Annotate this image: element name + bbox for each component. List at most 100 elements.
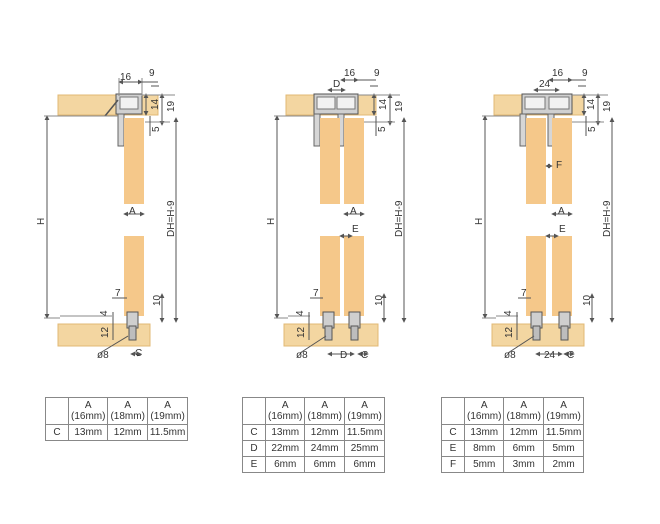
dim-H: H <box>266 218 277 225</box>
table-cell: 13mm <box>67 424 109 441</box>
dim-A: A <box>129 206 136 217</box>
door-front-lower <box>320 236 340 316</box>
door-back-lower <box>344 236 364 316</box>
table-header: A (16mm) <box>463 397 505 425</box>
table-cell: 3mm <box>503 456 544 473</box>
door-panel-lower <box>124 236 144 316</box>
door-back-upper <box>552 118 572 204</box>
hanger-front <box>519 113 527 147</box>
dim-E: E <box>559 224 566 235</box>
table-row: C 13mm 12mm 11.5mm <box>242 424 386 441</box>
row-label: C <box>441 424 465 441</box>
door-back-lower <box>552 236 572 316</box>
table-row: E 6mm 6mm 6mm <box>242 456 386 473</box>
dim-24-top: 24 <box>539 79 551 90</box>
dim-12: 12 <box>100 326 111 338</box>
dim-19: 19 <box>602 100 613 112</box>
table-cell: 25mm <box>343 440 386 457</box>
floor-guide-pin-back <box>350 325 359 341</box>
dim-C: C <box>135 348 142 359</box>
table-cell: 6mm <box>304 456 345 473</box>
dim-19: 19 <box>394 100 405 112</box>
track-inner-back <box>548 96 570 110</box>
table-row: D 22mm 24mm 25mm <box>242 440 386 457</box>
dim-E: E <box>352 224 359 235</box>
sliding-door-diagram: 16 9 14 19 5 H DH=H-9 A 7 10 4 12 ø8 C <box>36 68 615 361</box>
dim-C: C <box>361 350 368 361</box>
dim-5: 5 <box>377 126 388 132</box>
dim-DH: DH=H-9 <box>394 200 405 237</box>
door-panel-upper <box>124 118 144 204</box>
table-row: F 5mm 3mm 2mm <box>441 456 585 473</box>
dim-C: C <box>567 350 574 361</box>
dim-16: 16 <box>120 72 132 83</box>
table-cell: 6mm <box>264 456 306 473</box>
table-cell: 12mm <box>304 424 345 441</box>
dim-9: 9 <box>374 68 380 79</box>
table-header: A (18mm) <box>503 397 544 425</box>
dim-14: 14 <box>150 98 161 110</box>
row-label: C <box>242 424 266 441</box>
dim-phi8: ø8 <box>296 350 308 361</box>
dim-16: 16 <box>344 68 356 79</box>
table-single-door: A (16mm) A (18mm) A (19mm) C 13mm 12mm 1… <box>45 397 189 441</box>
table-cell: 24mm <box>304 440 345 457</box>
dim-12: 12 <box>296 326 307 338</box>
table-header: A (19mm) <box>343 397 386 425</box>
dim-DH: DH=H-9 <box>602 200 613 237</box>
table-cell: 11.5mm <box>343 424 386 441</box>
dim-H: H <box>474 218 485 225</box>
dim-4: 4 <box>295 310 306 316</box>
dim-12: 12 <box>504 326 515 338</box>
dim-A: A <box>558 206 565 217</box>
door-back-upper <box>344 118 364 204</box>
track-inner-back <box>336 96 356 110</box>
dim-7: 7 <box>313 288 319 299</box>
table-cell: 8mm <box>463 440 505 457</box>
row-label: E <box>441 440 465 457</box>
table-header: A (19mm) <box>146 397 189 425</box>
row-label: E <box>242 456 266 473</box>
dim-7: 7 <box>115 288 121 299</box>
dim-F: F <box>556 160 562 171</box>
dim-D-bottom: D <box>340 350 347 361</box>
table-header: A (18mm) <box>107 397 148 425</box>
dim-5: 5 <box>587 126 598 132</box>
dim-phi8: ø8 <box>97 350 109 361</box>
table-cell: 13mm <box>264 424 306 441</box>
table-cell: 6mm <box>503 440 544 457</box>
table-cell: 5mm <box>463 456 505 473</box>
floor-guide-pin-front <box>324 325 333 341</box>
table-row: E 8mm 6mm 5mm <box>441 440 585 457</box>
table-header: A (16mm) <box>264 397 306 425</box>
table-corner <box>242 397 266 425</box>
table-cell: 6mm <box>343 456 386 473</box>
table-cell: 12mm <box>107 424 148 441</box>
dim-4: 4 <box>503 310 514 316</box>
floor-guide-pin-back <box>560 325 569 341</box>
track-inner-front <box>316 96 336 110</box>
dim-H: H <box>36 218 47 225</box>
table-row: C 13mm 12mm 11.5mm <box>441 424 585 441</box>
track-inner-front <box>524 96 546 110</box>
table-header: A (16mm) <box>67 397 109 425</box>
table-header: A (18mm) <box>304 397 345 425</box>
dim-7: 7 <box>521 288 527 299</box>
dim-DH: DH=H-9 <box>166 200 177 237</box>
table-double-door: A (16mm) A (18mm) A (19mm) C 13mm 12mm 1… <box>242 397 386 473</box>
dim-24-bottom: 24 <box>544 350 556 361</box>
table-corner <box>45 397 69 425</box>
panel-double-door-inline: 24 16 9 14 19 5 H DH=H-9 F A E 7 10 4 12… <box>474 68 615 361</box>
door-front-upper <box>526 118 546 204</box>
table-double-door-inline: A (16mm) A (18mm) A (19mm) C 13mm 12mm 1… <box>441 397 585 473</box>
row-label: D <box>242 440 266 457</box>
table-cell: 2mm <box>542 456 585 473</box>
table-cell: 13mm <box>463 424 505 441</box>
floor-guide-pin-front <box>532 325 541 341</box>
dim-D-top: D <box>333 79 340 90</box>
panel-double-door: D 16 9 14 19 5 H DH=H-9 A E 7 10 4 12 ø8… <box>266 68 407 361</box>
dim-5: 5 <box>151 126 162 132</box>
track-inner <box>119 96 139 110</box>
door-break <box>318 204 366 236</box>
track-screw <box>104 99 119 117</box>
